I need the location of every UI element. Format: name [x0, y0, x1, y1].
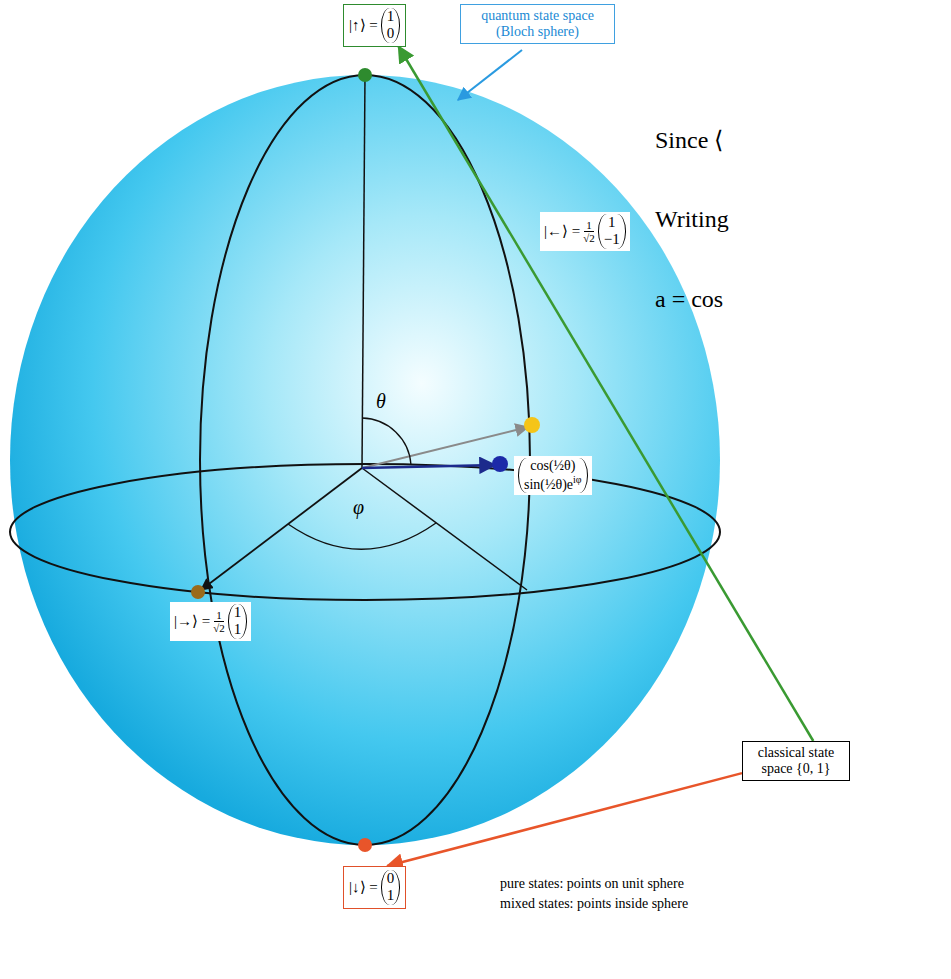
pointer-arrow: [399, 47, 814, 742]
cut-off-text: Writing: [655, 206, 729, 233]
fraction: 1√2: [583, 219, 595, 244]
annotation-box: classical state space {0, 1}: [742, 741, 850, 781]
leader-line: [458, 50, 522, 100]
column-vector: 11: [228, 604, 248, 639]
column-vector: 10: [381, 8, 401, 43]
state-label: |←⟩ =1√21−1: [540, 212, 630, 251]
meridian: [200, 75, 530, 845]
sphere: [10, 75, 720, 845]
state-vector-arrow: [362, 465, 495, 468]
state-dot: [492, 456, 508, 472]
vector-entry: cos(½θ): [530, 458, 575, 474]
angle-label: θ: [376, 390, 386, 413]
vector-entry: 0: [387, 25, 395, 42]
state-box: |↑⟩ =10: [343, 4, 406, 47]
state-box: |↓⟩ =01: [343, 866, 406, 909]
numerator: 1: [214, 609, 224, 622]
left-dot: [524, 417, 540, 433]
ket-symbol: |→⟩ =: [174, 612, 210, 630]
numerator: 1: [584, 219, 594, 232]
vector-entry: 1: [387, 887, 395, 904]
ket-symbol: |↑⟩ =: [349, 16, 378, 34]
exponent: iφ: [573, 474, 582, 485]
z-axis: [362, 75, 365, 468]
vector-entry: 1: [234, 621, 242, 638]
vector-entry: 1: [608, 214, 616, 231]
phi-line: [362, 468, 527, 590]
state-label: |→⟩ =1√211: [170, 602, 251, 641]
angle-label: φ: [353, 496, 364, 519]
denominator: √2: [583, 232, 595, 244]
pointer-arrow: [387, 773, 742, 866]
right-dot: [191, 585, 205, 599]
ket-symbol: |↓⟩ =: [349, 878, 378, 896]
theta-arc: [362, 418, 411, 465]
column-vector: 01: [381, 870, 401, 905]
x-axis-arrow: [201, 468, 362, 590]
up-dot: [358, 68, 372, 82]
column-vector: cos(½θ)sin(½θ)eiφ: [518, 458, 588, 493]
note-text: mixed states: points inside sphere: [500, 896, 688, 912]
note-text: pure states: points on unit sphere: [500, 876, 684, 892]
ket-symbol: |←⟩ =: [544, 222, 580, 240]
cut-off-text: a = cos: [655, 286, 723, 313]
equator: [10, 464, 720, 600]
vector-entry: 0: [387, 870, 395, 887]
column-vector: 1−1: [598, 214, 626, 249]
denominator: √2: [213, 622, 225, 634]
box-text: classical state space {0, 1}: [746, 745, 846, 777]
annotation-box: quantum state space (Bloch sphere): [460, 4, 615, 44]
vector-entry: 1: [234, 604, 242, 621]
vector-entry: 1: [387, 8, 395, 25]
state-label: cos(½θ)sin(½θ)eiφ: [514, 456, 592, 495]
vector-entry: −1: [604, 231, 620, 248]
vector-entry: sin(½θ)eiφ: [524, 474, 582, 493]
cut-off-text: Since ⟨: [655, 126, 723, 154]
box-text: quantum state space (Bloch sphere): [464, 8, 611, 40]
vector-entry-text: sin(½θ)e: [524, 477, 573, 492]
phi-arc: [288, 523, 436, 549]
fraction: 1√2: [213, 609, 225, 634]
down-dot: [358, 838, 372, 852]
